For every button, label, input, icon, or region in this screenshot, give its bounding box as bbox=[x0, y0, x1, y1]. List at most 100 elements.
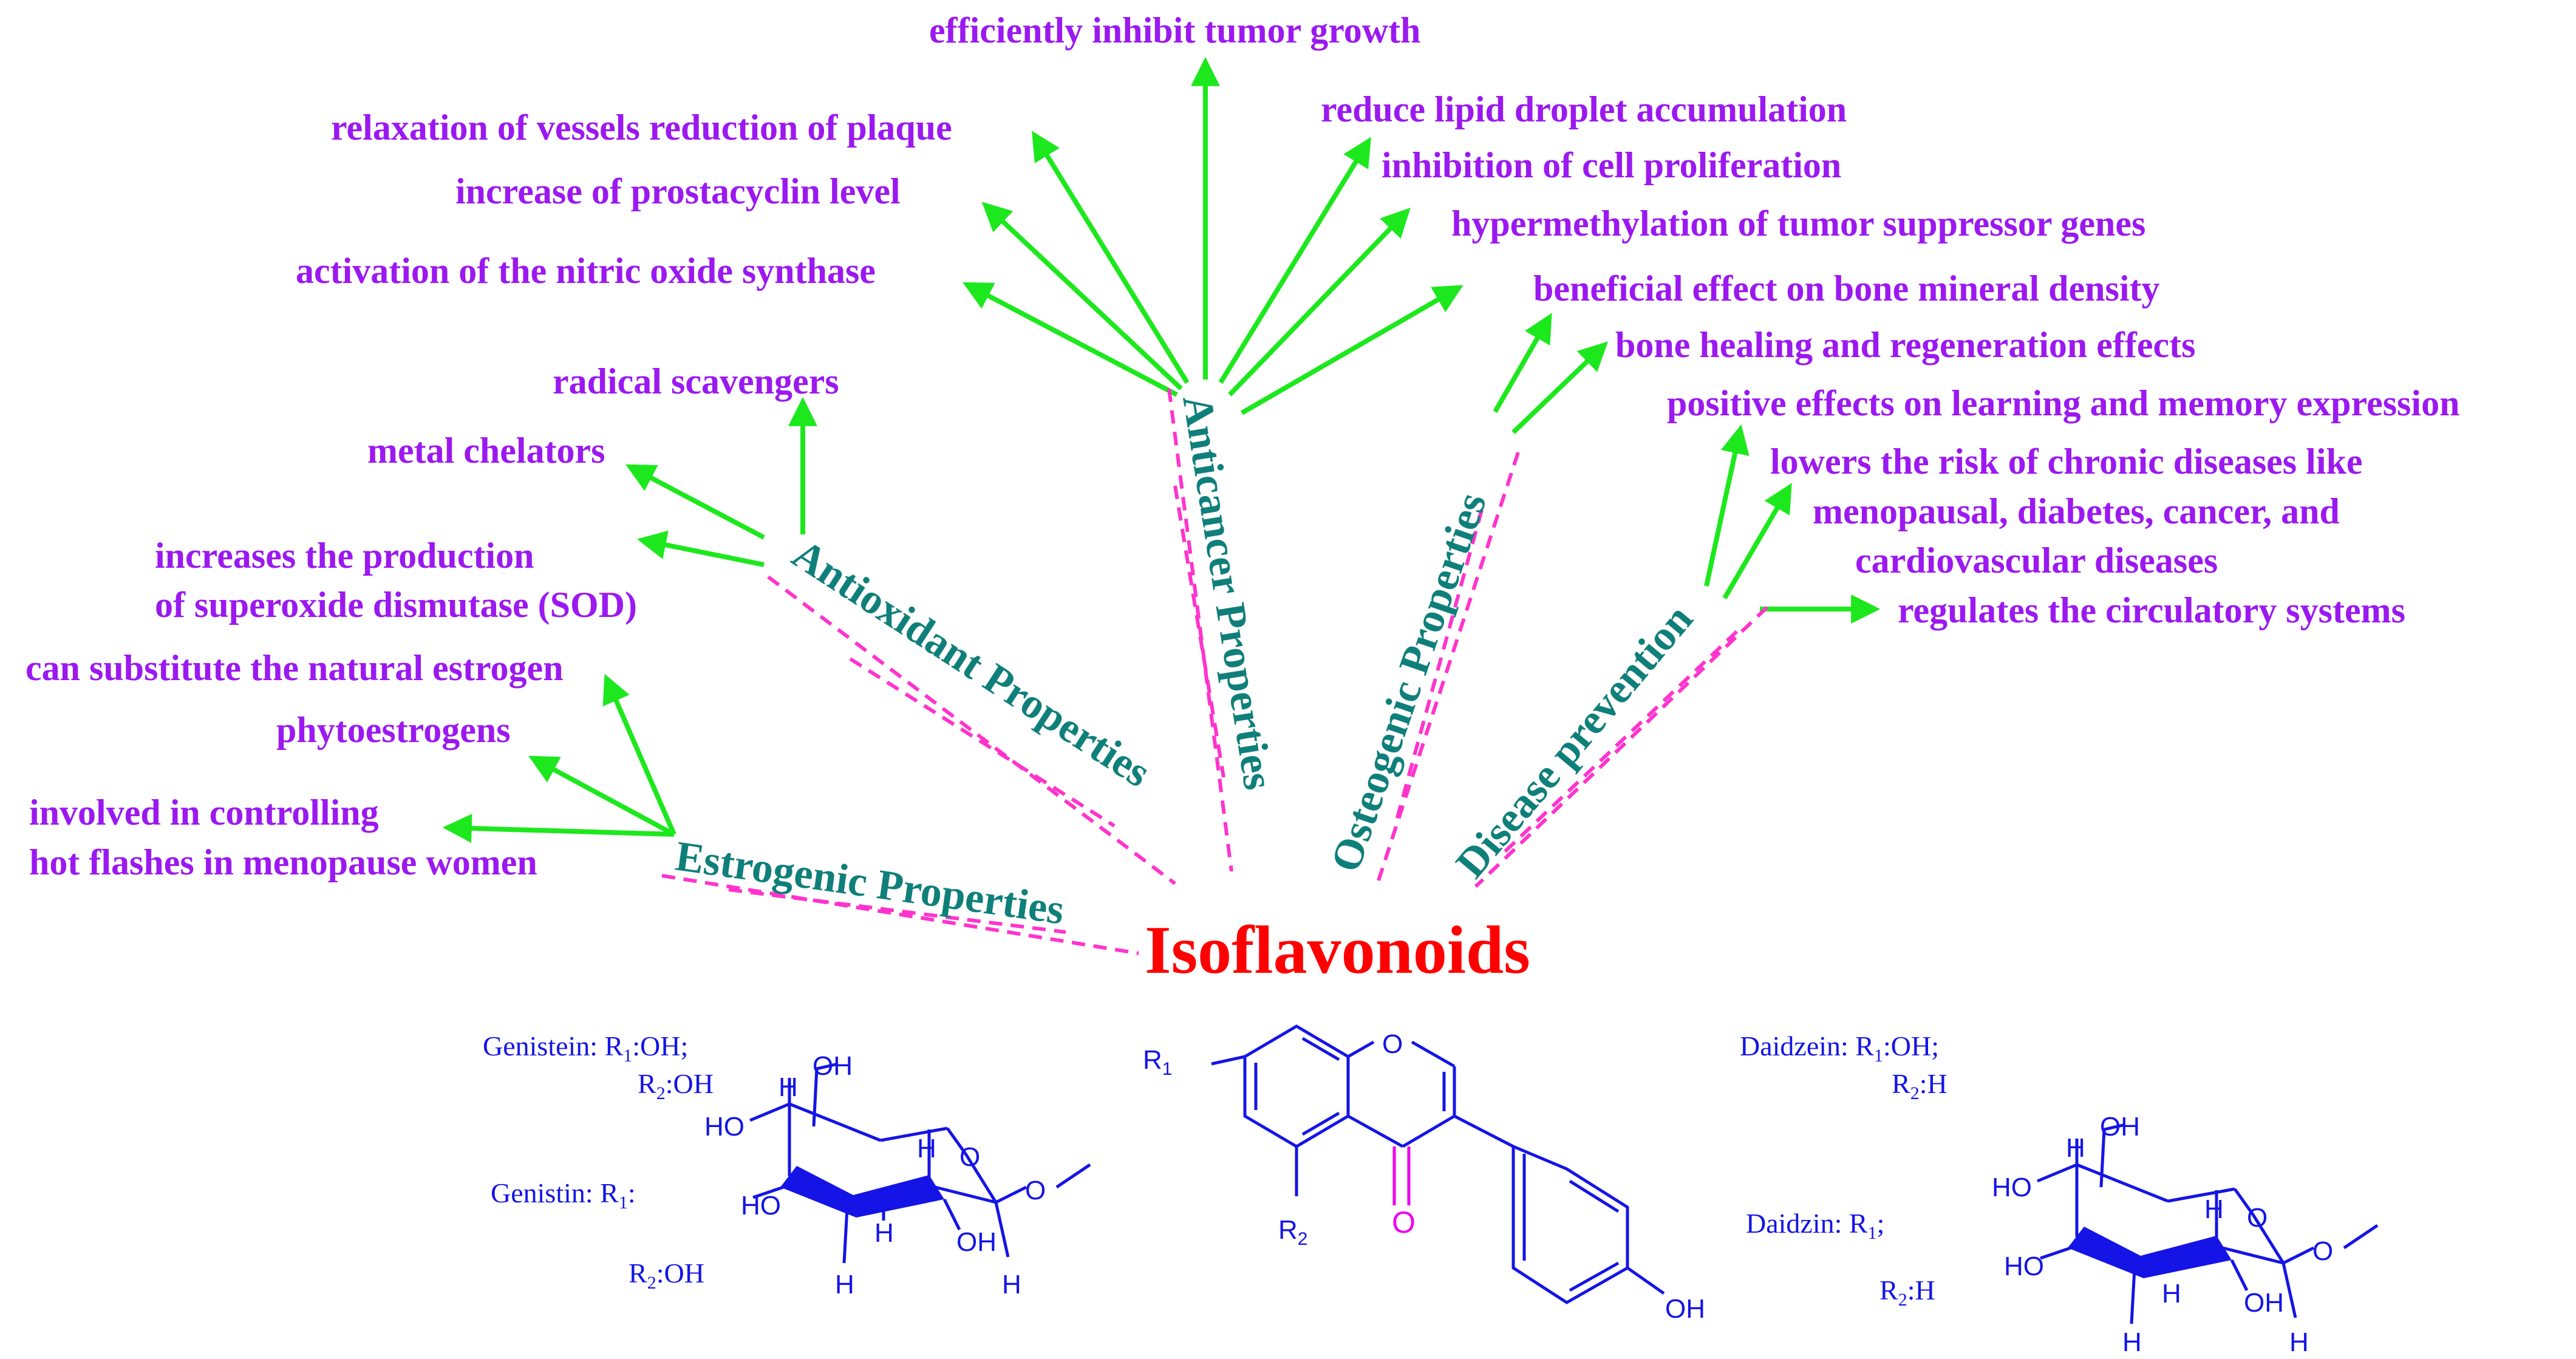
arrow-prostacyclin bbox=[981, 202, 1183, 390]
effect-chronic-line3: cardiovascular diseases bbox=[1855, 540, 2218, 581]
ring-oxygen-label: O bbox=[1382, 1029, 1403, 1059]
arrow-relaxation bbox=[1032, 131, 1190, 384]
effect-chronic-line1: lowers the risk of chronic diseases like bbox=[1770, 441, 2363, 482]
effect-bone-healing: bone healing and regeneration effects bbox=[1615, 325, 2195, 365]
svg-text:OH: OH bbox=[2100, 1112, 2140, 1142]
arrow-metal-chelators bbox=[625, 464, 765, 540]
svg-text:Genistein: R1:OH;: Genistein: R1:OH; bbox=[483, 1030, 688, 1066]
svg-text:R2:H: R2:H bbox=[1892, 1068, 1947, 1103]
svg-text:H: H bbox=[2122, 1327, 2142, 1357]
effect-learning-memory: positive effects on learning and memory … bbox=[1667, 383, 2459, 423]
svg-text:HO: HO bbox=[704, 1112, 745, 1142]
osteogenic-arrows bbox=[1493, 313, 1609, 434]
effect-prostacyclin: increase of prostacyclin level bbox=[455, 171, 901, 211]
osteogenic-properties-label: Osteogenic Properties bbox=[1322, 487, 1496, 877]
dashed-connectors bbox=[661, 388, 1769, 955]
svg-text:Daidzein: R1:OH;: Daidzein: R1:OH; bbox=[1740, 1030, 1939, 1066]
effect-phytoestrogens: phytoestrogens bbox=[276, 710, 511, 750]
anticancer-effects: activation of the nitric oxide synthase … bbox=[296, 10, 2145, 291]
svg-text:R2:OH: R2:OH bbox=[638, 1068, 714, 1103]
genistein-label: Genistein: R1:OH; R2:OH bbox=[483, 1030, 714, 1103]
arrow-bone-healing bbox=[1511, 341, 1609, 434]
glucose-ring-right: H OH HO H O HO H OH O H H bbox=[1992, 1112, 2379, 1357]
daidzein-label: Daidzein: R1:OH; R2:H bbox=[1740, 1030, 1947, 1103]
r2-label: R2 bbox=[1278, 1215, 1307, 1249]
svg-text:HO: HO bbox=[2004, 1252, 2044, 1281]
dash-estrogenic-1 bbox=[661, 874, 1139, 955]
arrow-lipid-droplet bbox=[1218, 137, 1371, 384]
arrow-phytoestrogens bbox=[528, 755, 675, 837]
svg-text:H: H bbox=[2162, 1279, 2181, 1309]
svg-text:HO: HO bbox=[1992, 1173, 2032, 1202]
svg-text:Daidzin: R1;: Daidzin: R1; bbox=[1746, 1208, 1884, 1243]
effect-relaxation: relaxation of vessels reduction of plaqu… bbox=[331, 107, 952, 148]
svg-text:H: H bbox=[2066, 1133, 2085, 1163]
effect-cell-proliferation: inhibition of cell proliferation bbox=[1382, 145, 1841, 185]
antioxidant-properties-label: Antioxidant Properties bbox=[784, 531, 1158, 797]
dash-osteogenic-2 bbox=[1395, 509, 1484, 820]
sugar-right-front-bond bbox=[2068, 1227, 2232, 1278]
ring-b bbox=[1511, 1144, 1629, 1304]
anticancer-properties-label: Anticancer Properties bbox=[1173, 392, 1282, 792]
arrow-learning-memory bbox=[1704, 424, 1750, 587]
carbonyl-oxygen-label: O bbox=[1392, 1205, 1416, 1239]
arrow-substitute-estrogen bbox=[602, 673, 676, 836]
svg-text:H: H bbox=[835, 1270, 854, 1299]
effect-nitric-oxide: activation of the nitric oxide synthase bbox=[296, 251, 876, 291]
daidzin-label: Daidzin: R1; R2:H bbox=[1746, 1208, 1935, 1310]
genistin-label: Genistin: R1: R2:OH bbox=[491, 1177, 704, 1293]
dash-anticancer-2 bbox=[1173, 485, 1225, 778]
b-ring-oh-label: OH bbox=[1665, 1294, 1705, 1324]
dash-disease-1 bbox=[1474, 605, 1769, 888]
dash-osteogenic-1 bbox=[1377, 452, 1520, 881]
effect-tumor-growth: efficiently inhibit tumor growth bbox=[929, 10, 1420, 50]
svg-text:Genistin: R1:: Genistin: R1: bbox=[491, 1177, 636, 1213]
effect-hot-flashes-line2: hot flashes in menopause women bbox=[29, 842, 537, 882]
arrow-nitric-oxide bbox=[963, 282, 1178, 397]
property-labels: Estrogenic Properties Antioxidant Proper… bbox=[673, 392, 1702, 933]
svg-text:HO: HO bbox=[741, 1191, 781, 1221]
disease-effects: positive effects on learning and memory … bbox=[1667, 383, 2459, 630]
arrow-hot-flashes bbox=[442, 814, 675, 843]
disease-prevention-label: Disease prevention bbox=[1447, 596, 1702, 887]
svg-text:H: H bbox=[779, 1072, 798, 1102]
sugar-left-front-bond bbox=[780, 1166, 944, 1218]
ring-a bbox=[1243, 1024, 1350, 1148]
osteogenic-effects: beneficial effect on bone mineral densit… bbox=[1533, 268, 2195, 365]
effect-sod-line2: of superoxide dismutase (SOD) bbox=[155, 585, 637, 625]
effect-radical-scavengers: radical scavengers bbox=[553, 361, 839, 401]
dash-disease-2 bbox=[1498, 630, 1739, 858]
effect-lipid-droplet: reduce lipid droplet accumulation bbox=[1321, 89, 1847, 129]
svg-text:H: H bbox=[917, 1134, 936, 1163]
svg-text:H: H bbox=[2204, 1194, 2224, 1224]
antioxidant-arrows bbox=[625, 397, 817, 567]
effect-substitute-estrogen: can substitute the natural estrogen bbox=[26, 648, 564, 688]
antioxidant-effects: increases the production of superoxide d… bbox=[155, 361, 839, 625]
arrow-cell-proliferation bbox=[1228, 207, 1411, 397]
effect-hypermethylation: hypermethylation of tumor suppressor gen… bbox=[1451, 203, 2145, 244]
svg-text:R2:OH: R2:OH bbox=[629, 1258, 704, 1293]
effect-bone-density: beneficial effect on bone mineral densit… bbox=[1533, 268, 2160, 308]
svg-text:OH: OH bbox=[813, 1051, 853, 1081]
svg-text:H: H bbox=[1002, 1270, 1021, 1299]
glucose-ring-left: H OH HO H O HO H OH O H H bbox=[704, 1051, 1091, 1299]
estrogenic-properties-label: Estrogenic Properties bbox=[673, 833, 1067, 934]
svg-text:O: O bbox=[2312, 1236, 2333, 1266]
effect-circulatory: regulates the circulatory systems bbox=[1898, 590, 2405, 630]
dash-antioxidant-2 bbox=[849, 657, 1116, 828]
effect-hot-flashes-line1: involved in controlling bbox=[29, 792, 379, 833]
arrow-bone-density bbox=[1493, 313, 1552, 413]
arrow-chronic-diseases bbox=[1722, 483, 1792, 600]
effect-chronic-line2: menopausal, diabetes, cancer, and bbox=[1813, 491, 2340, 531]
svg-text:OH: OH bbox=[2244, 1288, 2284, 1318]
arrow-sod bbox=[637, 530, 765, 567]
effect-metal-chelators: metal chelators bbox=[367, 431, 605, 471]
arrow-hypermethylation bbox=[1240, 285, 1463, 415]
dash-antioxidant-1 bbox=[767, 575, 1176, 885]
svg-text:O: O bbox=[959, 1142, 980, 1172]
dash-estrogenic-2 bbox=[728, 888, 1066, 934]
r1-label: R1 bbox=[1143, 1045, 1172, 1079]
svg-text:H: H bbox=[2289, 1327, 2309, 1357]
